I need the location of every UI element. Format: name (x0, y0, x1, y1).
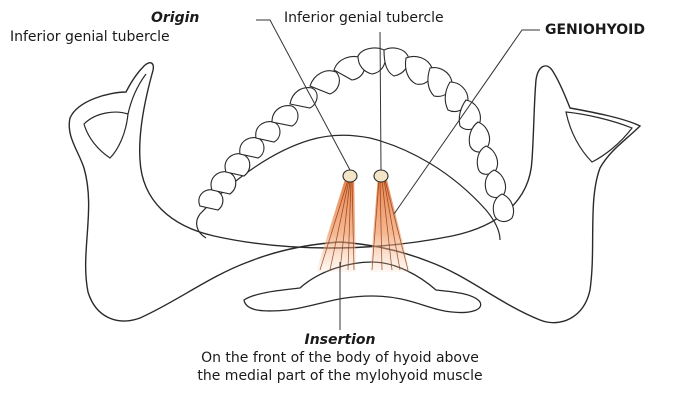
geniohyoid-muscle-right (370, 176, 410, 272)
origin-title: Origin (151, 10, 199, 26)
insertion-line-2: the medial part of the mylohyoid muscle (140, 368, 540, 384)
teeth-row (199, 48, 514, 221)
tubercle-right (374, 170, 388, 182)
insertion-line-1: On the front of the body of hyoid above (140, 350, 540, 366)
geniohyoid-label: GENIOHYOID (545, 22, 645, 38)
tubercle-left (343, 170, 357, 182)
tubercle-label: Inferior genial tubercle (284, 10, 444, 26)
insertion-title: Insertion (290, 332, 390, 348)
origin-text: Inferior genial tubercle (10, 29, 170, 45)
geniohyoid-muscle-left (316, 176, 356, 272)
hyoid-bone (244, 262, 481, 313)
